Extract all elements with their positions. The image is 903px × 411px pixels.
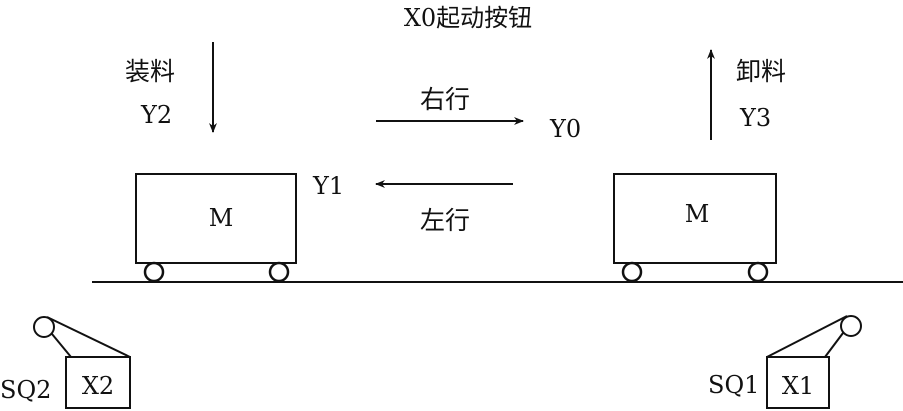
- limit-switch-right: X1 SQ1: [708, 315, 862, 409]
- move-right-output-label: Y0: [549, 115, 581, 143]
- move-left-output-label: Y1: [312, 172, 344, 200]
- limit-switch-right-name: SQ1: [708, 371, 759, 399]
- limit-switch-left-lever-top: [46, 316, 131, 358]
- limit-switch-left-box: [65, 356, 131, 409]
- limit-switch-right-input-label: X1: [782, 372, 814, 400]
- cart-left-wheel-rear: [268, 261, 290, 283]
- limit-switch-left-lever-bottom: [51, 333, 72, 358]
- cart-right-motor-label: M: [685, 200, 710, 228]
- load-output-label: Y2: [140, 101, 172, 129]
- load-label: 装料: [125, 57, 175, 86]
- cart-right-body: [613, 173, 777, 264]
- cart-left-body: [135, 173, 297, 264]
- cart-left-wheel-front: [143, 261, 165, 283]
- limit-switch-left-name: SQ2: [0, 376, 51, 404]
- cart-right-wheel-rear: [747, 261, 769, 283]
- limit-switch-left-input-label: X2: [82, 372, 114, 400]
- limit-switch-left: X2 SQ2: [0, 316, 131, 409]
- limit-switch-right-roller: [840, 315, 862, 337]
- unload-output-label: Y3: [739, 104, 771, 132]
- cart-right-wheel-front: [621, 261, 643, 283]
- limit-switch-right-box: [766, 356, 830, 409]
- limit-switch-left-roller: [33, 316, 55, 338]
- move-right-label: 右行: [420, 85, 470, 114]
- cart-right: M: [613, 173, 777, 283]
- cart-left-motor-label: M: [209, 204, 234, 232]
- start-button-title: X0起动按钮: [404, 4, 532, 32]
- limit-switch-right-lever-bottom: [824, 332, 844, 358]
- cart-left: M: [135, 173, 297, 283]
- move-left-label: 左行: [420, 206, 470, 235]
- limit-switch-right-lever-top: [766, 315, 848, 358]
- unload-label: 卸料: [736, 57, 786, 86]
